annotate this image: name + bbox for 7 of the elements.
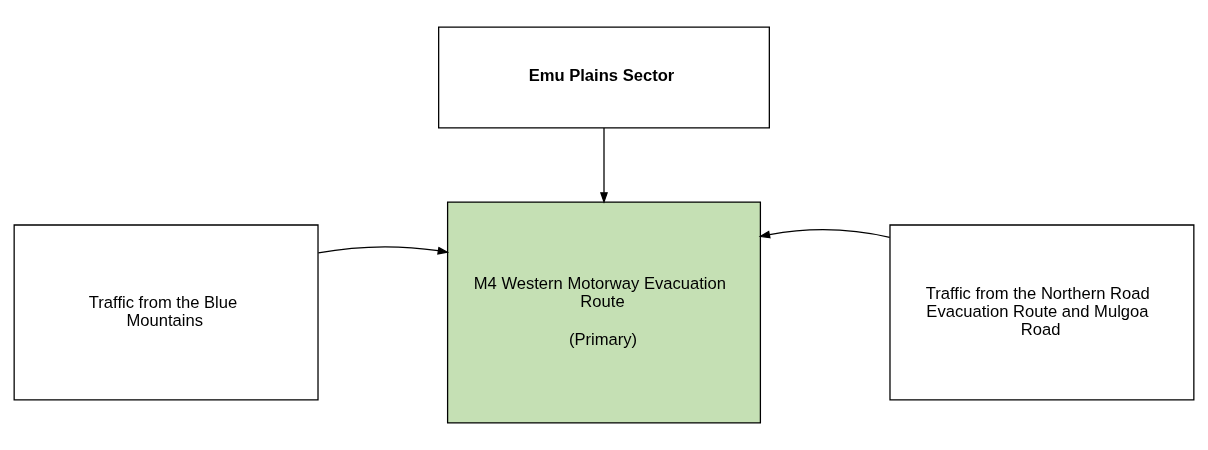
arrow — [317, 246, 450, 255]
node-box: Traffic from the Northern Road Evacuation Route and Mulgoa Road — [889, 224, 1195, 401]
arrow — [599, 127, 609, 204]
node-box: Traffic from the Blue Mountains — [13, 224, 319, 401]
node-box: M4 Western Motorway Evacuation Route (Primary) — [446, 201, 762, 424]
node-box: Emu Plains Sector — [438, 26, 770, 129]
arrow — [758, 229, 891, 239]
